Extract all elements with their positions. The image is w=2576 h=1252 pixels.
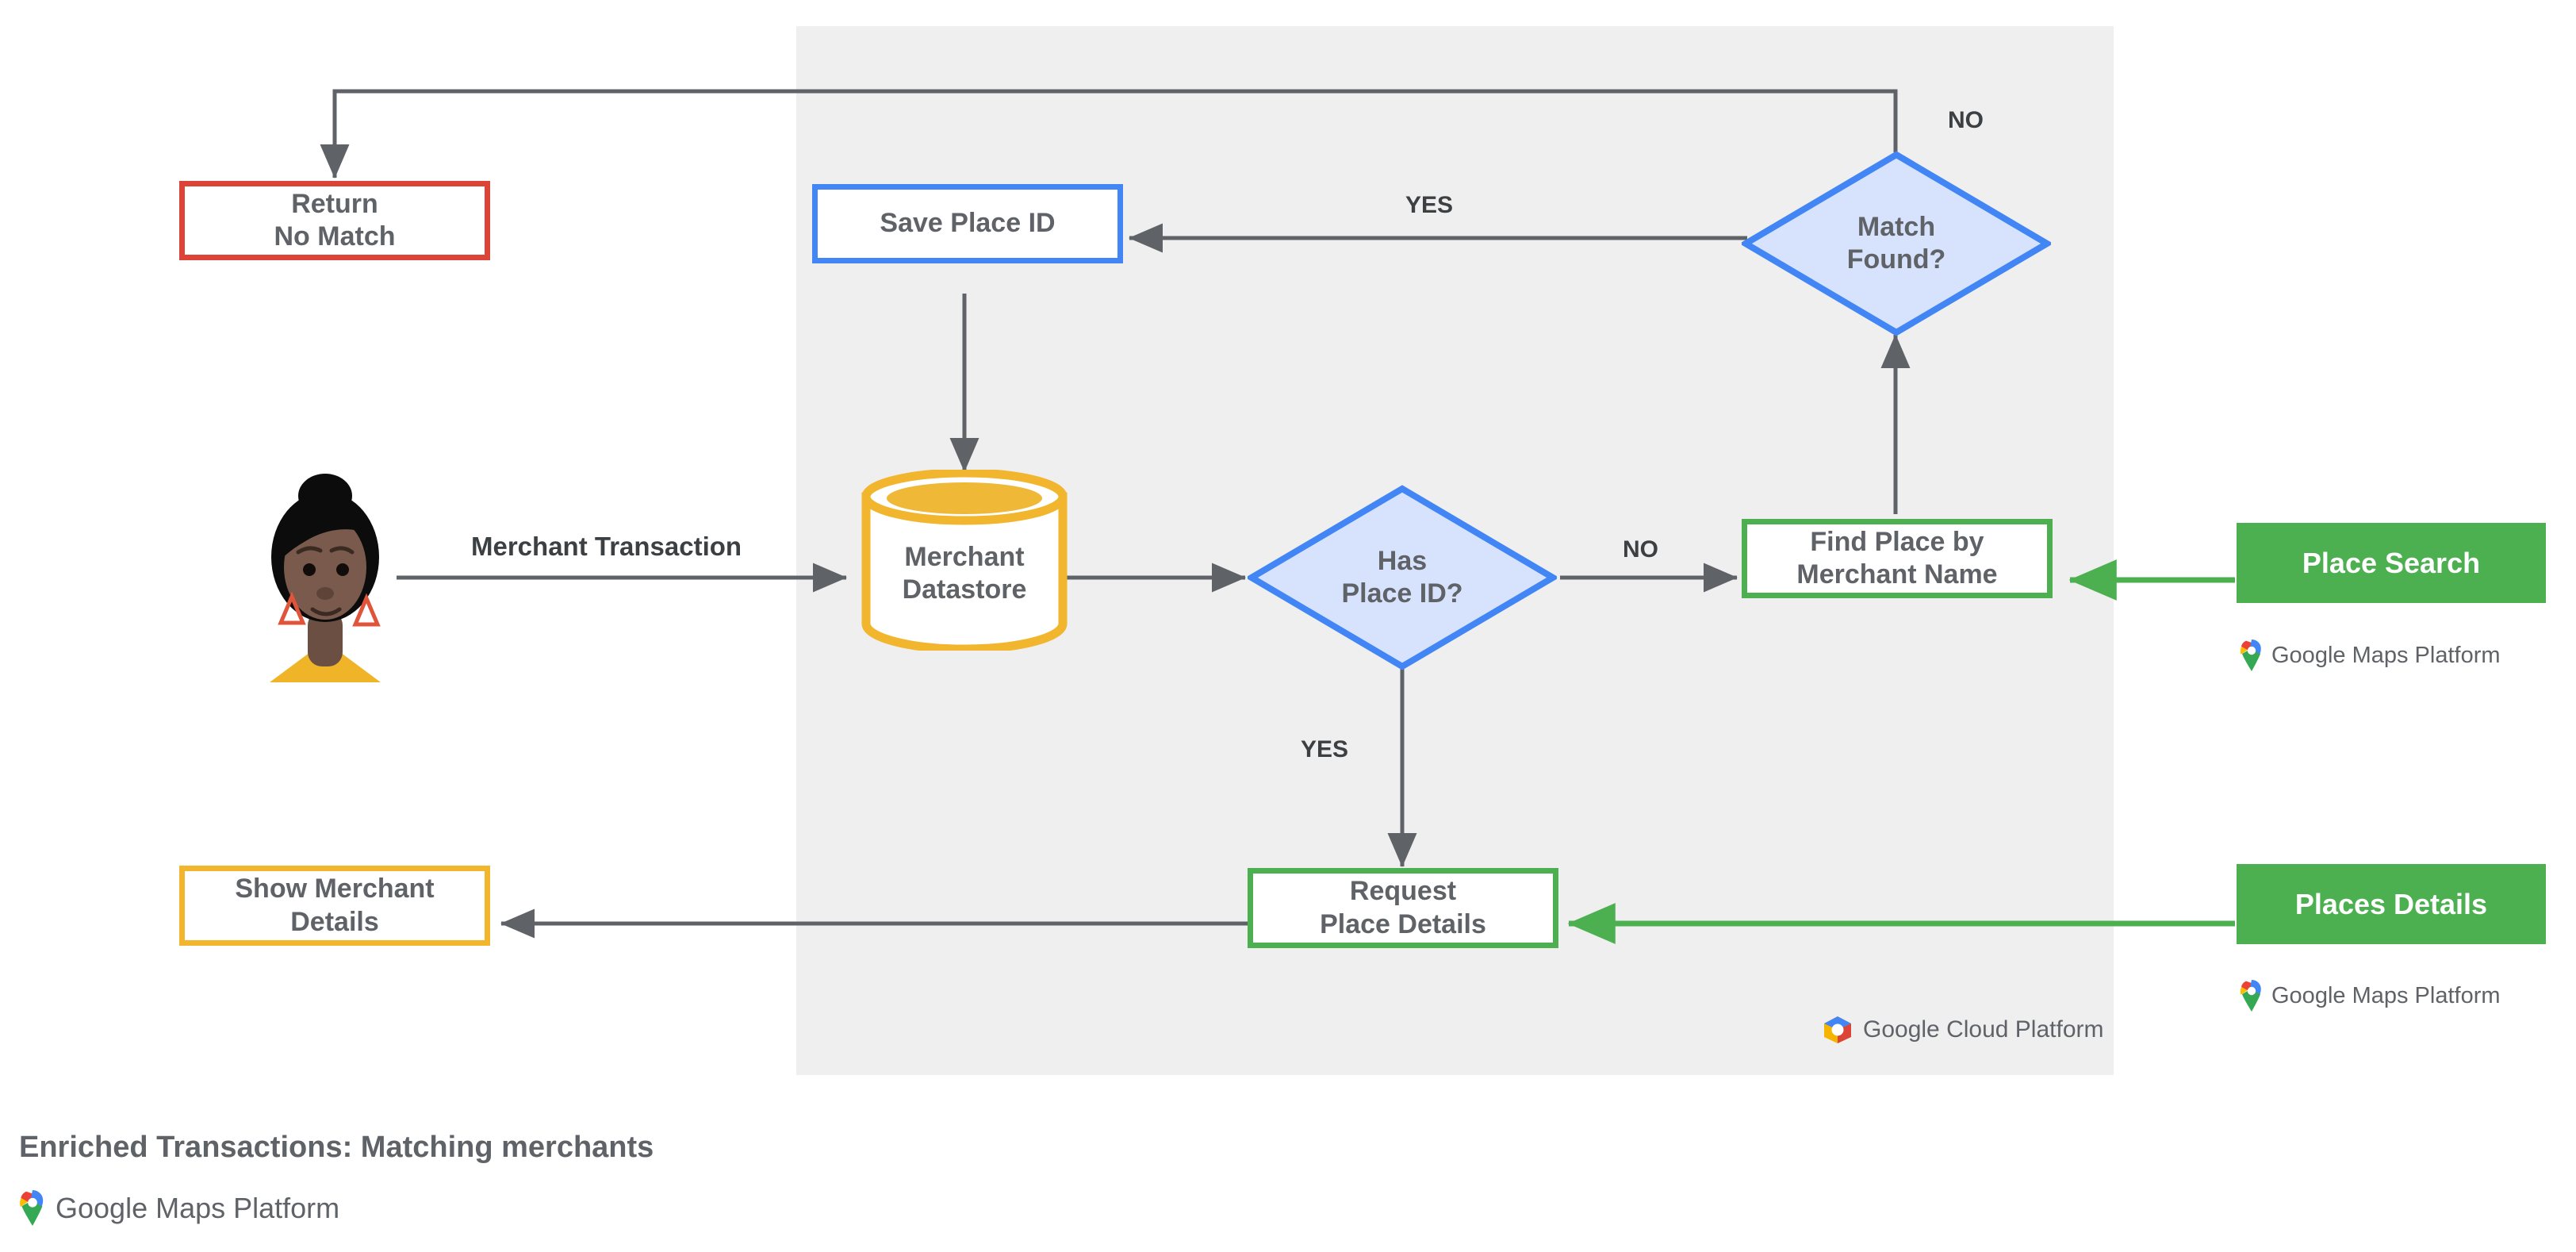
node-place-search-label: Place Search [2302, 546, 2481, 579]
node-save-place-id-label: Save Place ID [880, 208, 1056, 239]
edge-label-yes-match-found: YES [1405, 192, 1454, 218]
edge-label-no-match-found: NO [1948, 107, 1984, 133]
node-show-merchant-details-label: Show Merchant Details [235, 874, 435, 937]
diamond-shape [1742, 151, 2051, 336]
google-cloud-platform-logo: Google Cloud Platform [1822, 1016, 2104, 1044]
edge-label-merchant-transaction: Merchant Transaction [471, 532, 742, 561]
node-return-no-match[interactable]: Return No Match [179, 181, 490, 260]
google-maps-pin-icon [20, 1190, 44, 1226]
node-merchant-datastore-label: Merchant Datastore [902, 541, 1027, 605]
node-merchant-datastore[interactable]: Merchant Datastore [861, 468, 1068, 654]
places-details-maps-logo-text: Google Maps Platform [2271, 982, 2501, 1008]
cylinder-shape [861, 468, 1068, 654]
places-details-maps-logo: Google Maps Platform [2240, 980, 2501, 1012]
google-maps-pin-icon [2240, 980, 2261, 1012]
node-place-search[interactable]: Place Search [2237, 523, 2546, 603]
node-places-details[interactable]: Places Details [2237, 864, 2546, 944]
footer-maps-logo: Google Maps Platform [19, 1190, 339, 1226]
node-has-place-id[interactable]: Has Place ID? [1248, 485, 1557, 670]
google-cloud-platform-logo-text: Google Cloud Platform [1863, 1016, 2104, 1043]
footer-maps-logo-text: Google Maps Platform [56, 1191, 340, 1224]
node-match-found-label: Match Found? [1846, 211, 1946, 275]
node-request-place-details-label: Request Place Details [1320, 876, 1486, 939]
node-find-place-label: Find Place by Merchant Name [1796, 526, 1998, 590]
node-show-merchant-details[interactable]: Show Merchant Details [179, 866, 490, 946]
avatar-illustration [270, 474, 381, 682]
node-match-found[interactable]: Match Found? [1742, 151, 2051, 336]
diamond-shape [1248, 485, 1557, 670]
node-places-details-label: Places Details [2294, 887, 2488, 920]
edge-label-no-has-place-id: NO [1623, 536, 1658, 563]
node-request-place-details[interactable]: Request Place Details [1248, 868, 1558, 948]
node-save-place-id[interactable]: Save Place ID [812, 184, 1123, 263]
user-avatar [246, 452, 404, 682]
node-find-place-by-merchant-name[interactable]: Find Place by Merchant Name [1742, 519, 2053, 598]
edge-label-yes-has-place-id: YES [1301, 736, 1349, 762]
google-maps-pin-icon [2240, 639, 2261, 671]
node-has-place-id-label: Has Place ID? [1341, 545, 1463, 609]
place-search-maps-logo: Google Maps Platform [2240, 639, 2501, 671]
node-return-no-match-label: Return No Match [274, 188, 396, 252]
page-title: Enriched Transactions: Matching merchant… [19, 1131, 654, 1164]
place-search-maps-logo-text: Google Maps Platform [2271, 642, 2501, 668]
google-cloud-hexagon-icon [1824, 1016, 1851, 1043]
